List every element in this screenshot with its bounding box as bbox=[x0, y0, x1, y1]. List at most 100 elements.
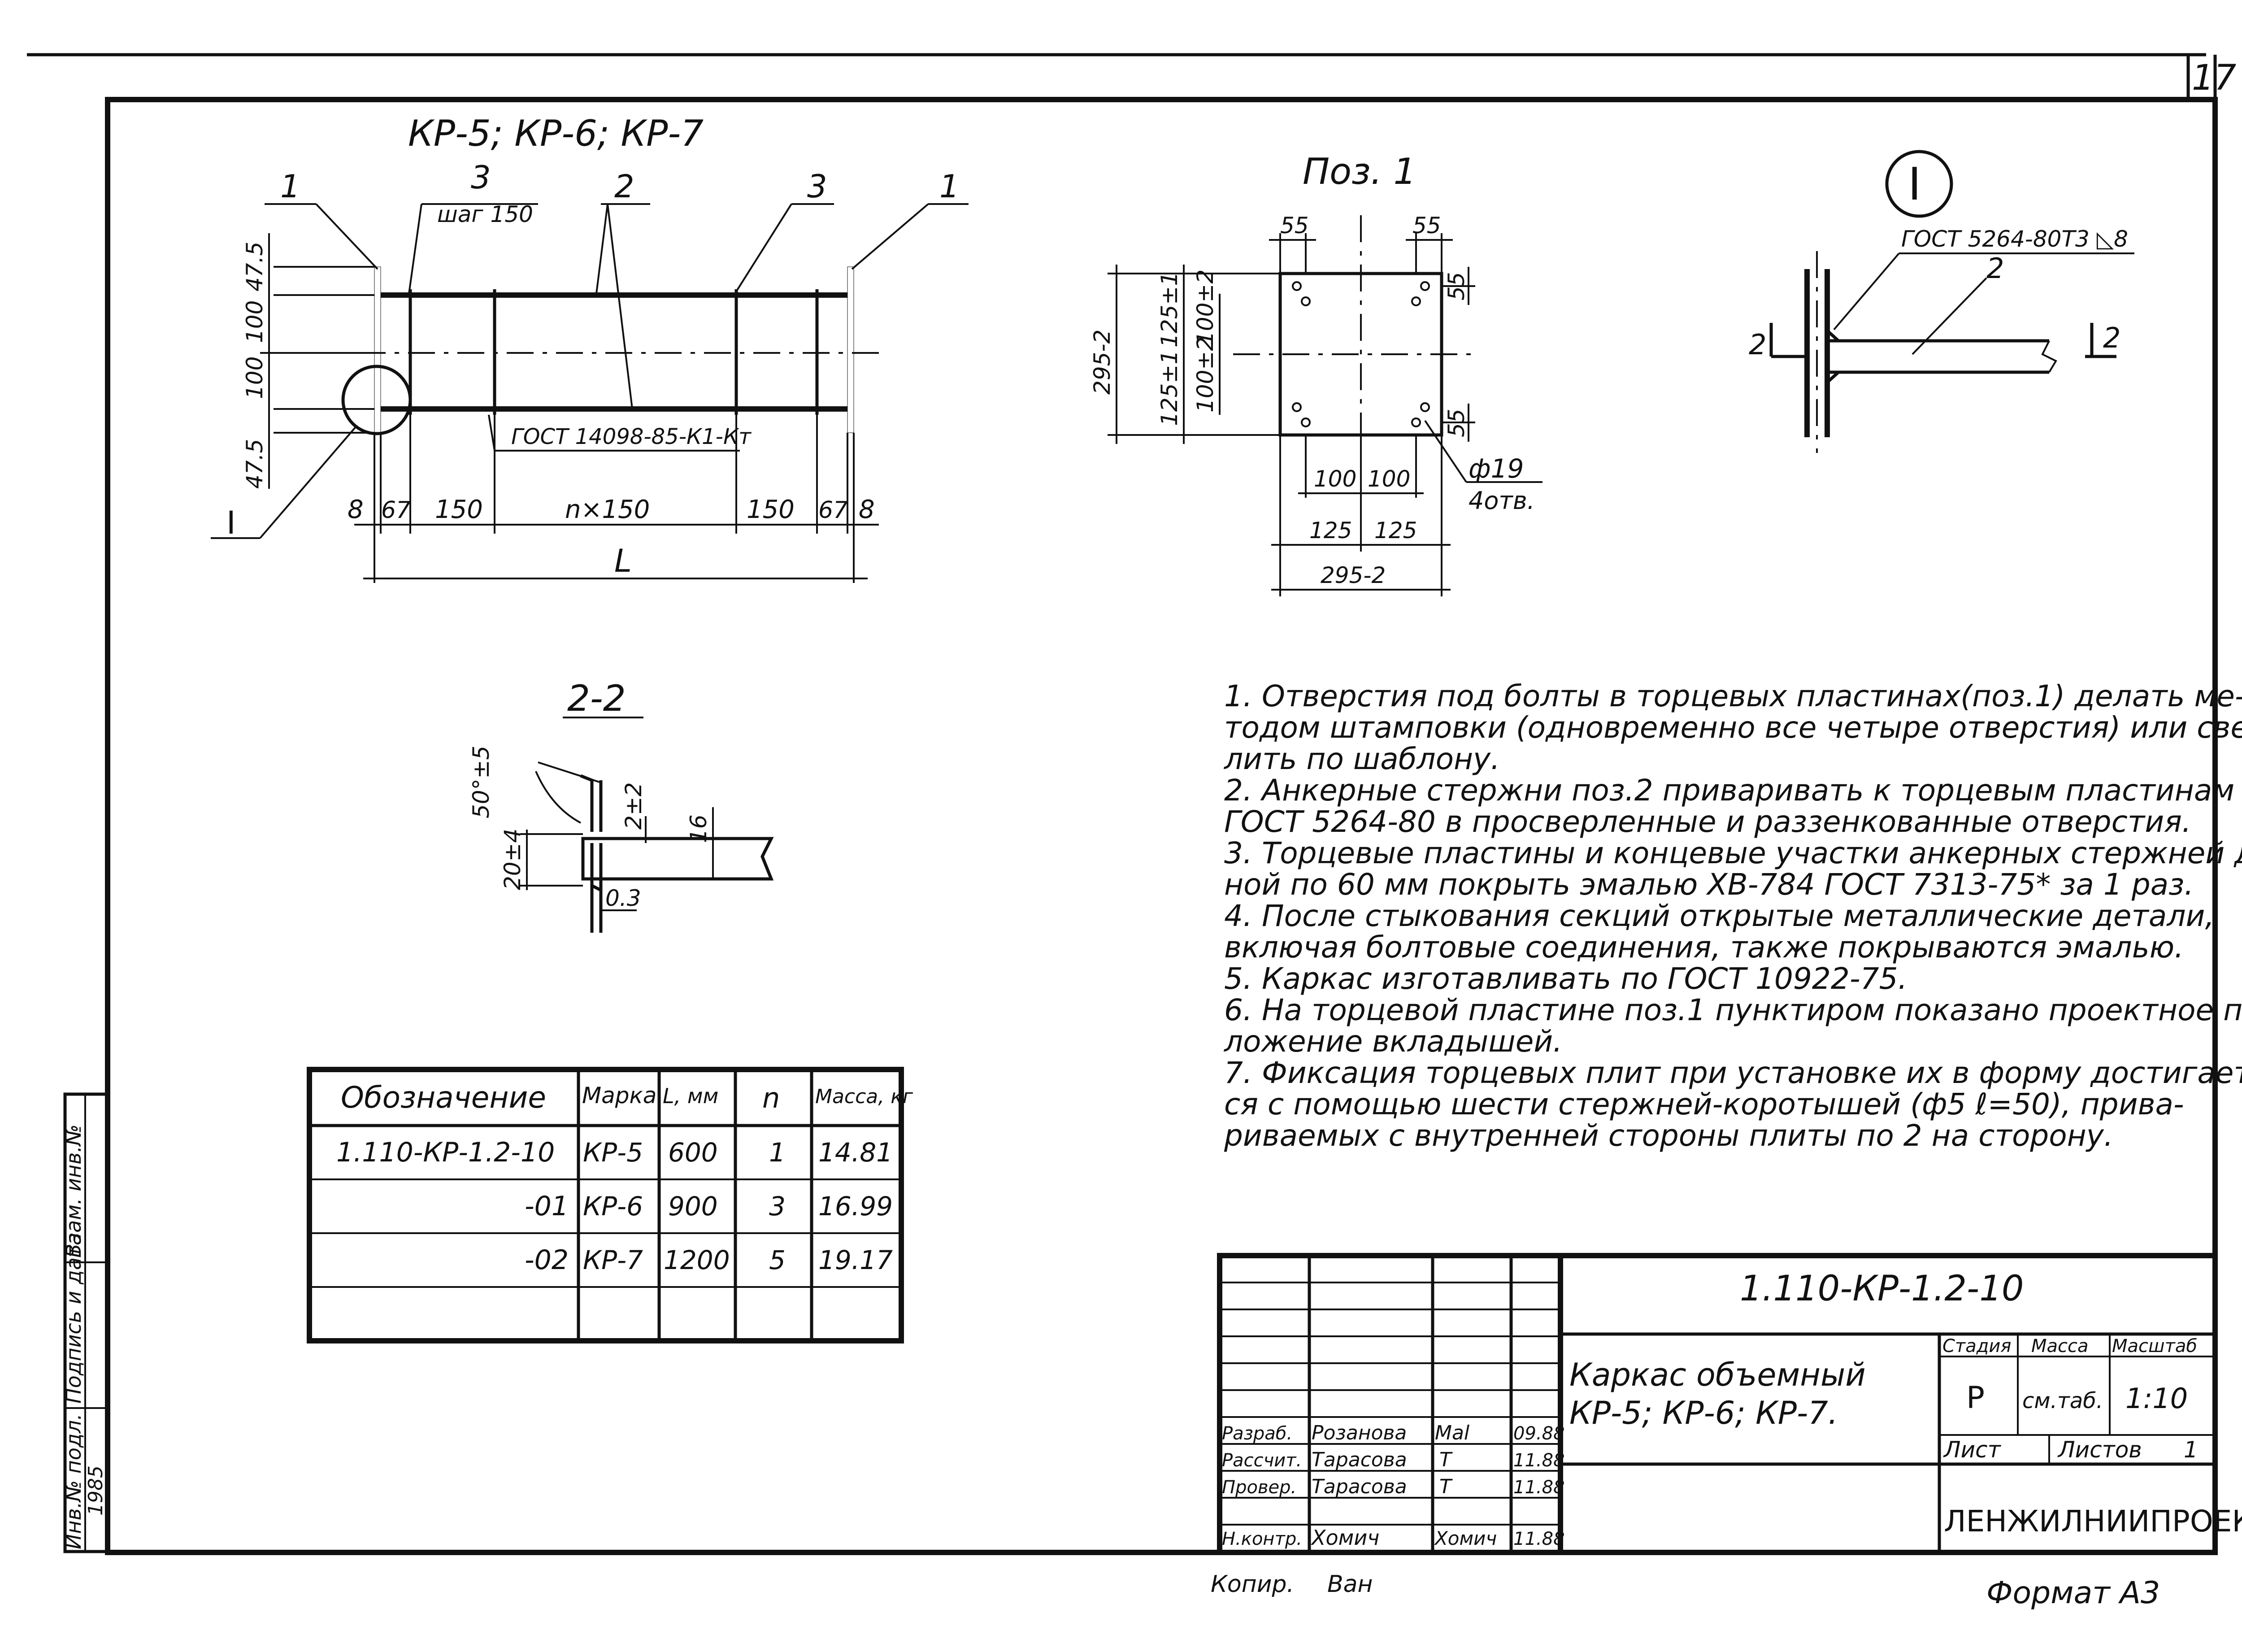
callout-1-right: 1 bbox=[939, 168, 960, 205]
cell-length: 600 bbox=[668, 1137, 718, 1168]
hole-marks bbox=[1292, 281, 1430, 427]
note-line: ся с помощью шести стержней-коротышей (ф… bbox=[1224, 1087, 2184, 1122]
cell-designation: -01 bbox=[525, 1191, 569, 1222]
angle-dim: 50°±5 bbox=[468, 746, 494, 818]
pos1-title: Поз. 1 bbox=[1303, 151, 1416, 192]
hdim-150-right: 150 bbox=[747, 495, 795, 524]
cell-n: 5 bbox=[769, 1245, 786, 1275]
cell-mass: 19.17 bbox=[818, 1245, 893, 1275]
callout-3-right: 3 bbox=[807, 168, 827, 205]
note-line: 2. Анкерные стержни поз.2 приваривать к … bbox=[1224, 773, 2242, 808]
sheet-number: 17 bbox=[2192, 58, 2236, 98]
role-checked: Провер. bbox=[1222, 1477, 1296, 1498]
title-block: 1.110-КР-1.2-10 Каркас объемный КР-5; КР… bbox=[1217, 1253, 2242, 1555]
note-line: 6. На торцевой пластине поз.1 пунктиром … bbox=[1224, 993, 2242, 1027]
note-line: ной по 60 мм покрыть эмалью ХВ-784 ГОСТ … bbox=[1224, 867, 2194, 902]
hdim-67-left: 67 bbox=[381, 497, 411, 524]
section-2-2-title: 2-2 bbox=[567, 678, 626, 719]
pos1-right-55-top: 55 bbox=[1443, 272, 1469, 300]
role-developer: Разраб. bbox=[1222, 1423, 1292, 1444]
pos1-top-55-right: 55 bbox=[1412, 213, 1441, 239]
name-developer: Розанова bbox=[1312, 1422, 1407, 1444]
doc-name-line1: Каркас объемный bbox=[1569, 1356, 1866, 1393]
th-length: L, мм bbox=[663, 1084, 718, 1108]
sign-norm-control: Хомич bbox=[1434, 1527, 1497, 1549]
total-length-label: L bbox=[614, 543, 632, 579]
section-2-2-view: 2-2 50°±5 2±2 16 20±4 0.3 bbox=[468, 678, 774, 933]
pos1-left-125-top: 125±1 bbox=[1156, 272, 1182, 348]
sheets-label: Листов bbox=[2057, 1437, 2142, 1463]
vdim-47-top: 47.5 bbox=[242, 242, 268, 291]
callout-3-left: 3 bbox=[471, 159, 491, 196]
cell-mark: КР-5 bbox=[583, 1137, 643, 1168]
hdim-8-left: 8 bbox=[348, 495, 364, 524]
hole-count: 4отв. bbox=[1469, 487, 1535, 515]
spec-table: Обозначение Марка L, мм n Масса, кг 1.11… bbox=[307, 1067, 913, 1343]
note-line: включая болтовые соединения, также покры… bbox=[1224, 930, 2184, 965]
section-mark-left: 2 bbox=[1749, 328, 1766, 361]
note-line: 7. Фиксация торцевых плит при установке … bbox=[1224, 1056, 2242, 1090]
note-line: ложение вкладышей. bbox=[1223, 1024, 1562, 1059]
vdim-100-top: 100 bbox=[242, 300, 268, 343]
pos1-bottom-125-right: 125 bbox=[1374, 517, 1417, 543]
copied-label: Копир. bbox=[1211, 1571, 1294, 1598]
date-norm-control: 11.88 bbox=[1513, 1529, 1565, 1549]
rod-gost: ГОСТ 14098-85-К1-Кт bbox=[511, 424, 752, 449]
section-mark-right: 2 bbox=[2103, 322, 2120, 354]
weld-note: ГОСТ 5264-80Т3 ◺8 bbox=[1901, 226, 2128, 252]
stamp-inv-label: Инв.№ подл. bbox=[61, 1413, 86, 1549]
thickness-dim: 16 bbox=[686, 814, 712, 843]
step-note: шаг 150 bbox=[437, 201, 533, 227]
cell-designation: 1.110-КР-1.2-10 bbox=[336, 1137, 555, 1168]
th-designation: Обозначение bbox=[341, 1080, 546, 1115]
format-label: Формат А3 bbox=[1986, 1575, 2160, 1611]
cell-mark: КР-7 bbox=[583, 1245, 643, 1275]
cell-length: 900 bbox=[668, 1191, 718, 1222]
doc-name-line2: КР-5; КР-6; КР-7. bbox=[1569, 1395, 1838, 1431]
cell-mark: КР-6 bbox=[583, 1191, 643, 1222]
vdim-100-bottom: 100 bbox=[242, 356, 268, 399]
name-calculated: Тарасова bbox=[1312, 1448, 1407, 1471]
role-calculated: Рассчит. bbox=[1222, 1450, 1302, 1471]
role-norm-control: Н.контр. bbox=[1222, 1529, 1302, 1549]
cell-n: 1 bbox=[769, 1137, 786, 1168]
main-view: КР-5; КР-6; КР-7 1 3 шаг 150 bbox=[211, 113, 969, 583]
offset-dim: 20±4 bbox=[500, 829, 526, 890]
cell-length: 1200 bbox=[664, 1245, 730, 1275]
note-line: тодом штамповки (одновременно все четыре… bbox=[1224, 710, 2242, 745]
note-line: 5. Каркас изготавливать по ГОСТ 10922-75… bbox=[1224, 961, 1907, 996]
pos1-right-55-bottom: 55 bbox=[1443, 409, 1469, 437]
date-developer: 09.88 bbox=[1513, 1423, 1565, 1444]
pos1-view: Поз. 1 55 55 55 55 295-2 125±1 bbox=[1089, 151, 1542, 596]
date-checked: 11.88 bbox=[1513, 1477, 1565, 1498]
hole-diameter: ф19 bbox=[1469, 453, 1524, 484]
detail-i-title: I bbox=[1908, 158, 1921, 210]
detail-i-circle bbox=[341, 365, 412, 435]
sheet-label: Лист bbox=[1943, 1437, 2002, 1463]
callout-2: 2 bbox=[614, 168, 634, 205]
stage-value: Р bbox=[1966, 1380, 1985, 1416]
th-mass: Масса, кг bbox=[815, 1085, 913, 1108]
cell-mass: 16.99 bbox=[818, 1191, 893, 1222]
th-n: n bbox=[762, 1082, 780, 1114]
chamfer-dim: 0.3 bbox=[605, 885, 641, 911]
detail-i-label: I bbox=[226, 504, 236, 541]
note-line: 1. Отверстия под болты в торцевых пласти… bbox=[1224, 679, 2242, 713]
callout-1-left: 1 bbox=[280, 168, 300, 205]
hdim-150-left: 150 bbox=[435, 495, 483, 524]
organization: ЛЕНЖИЛНИИПРОЕКТ bbox=[1944, 1504, 2242, 1539]
cell-mass: 14.81 bbox=[818, 1137, 893, 1168]
hdim-67-right: 67 bbox=[818, 497, 848, 524]
hdim-n150: n×150 bbox=[565, 495, 650, 524]
stamp-inv-value: 1985 bbox=[84, 1465, 107, 1516]
pos1-bottom-295: 295-2 bbox=[1321, 562, 1386, 588]
th-mark: Марка bbox=[582, 1082, 656, 1109]
note-line: ГОСТ 5264-80 в просверленные и раззенков… bbox=[1224, 804, 2191, 839]
note-line: риваемых с внутренней стороны плиты по 2… bbox=[1224, 1118, 2113, 1153]
sign-checked: Т bbox=[1439, 1475, 1453, 1498]
stamp-sign-label: Подпись и дата bbox=[61, 1233, 86, 1404]
cell-designation: -02 bbox=[525, 1244, 569, 1276]
date-calculated: 11.88 bbox=[1513, 1450, 1565, 1471]
cell-n: 3 bbox=[769, 1191, 786, 1222]
